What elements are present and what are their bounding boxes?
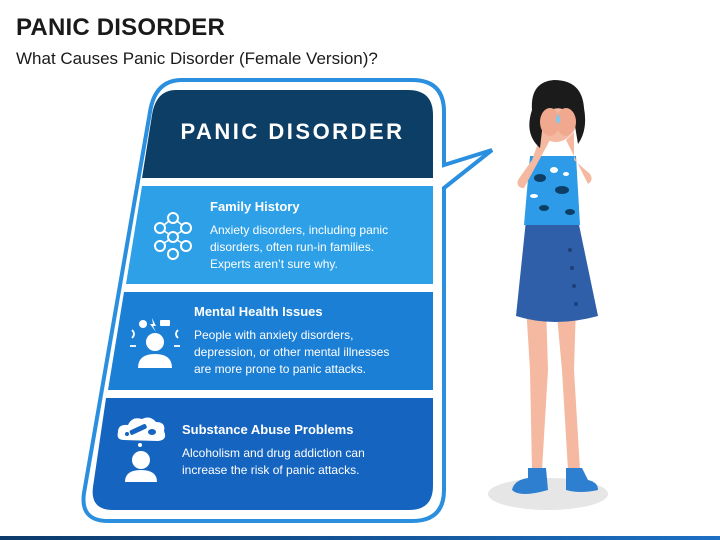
body-line: Experts aren’t sure why. xyxy=(210,257,338,271)
card-mental-health xyxy=(108,292,433,390)
body-line: increase the risk of panic attacks. xyxy=(182,463,360,477)
right-shoe xyxy=(566,468,598,492)
left-shoe xyxy=(512,468,548,494)
substance-thought-icon xyxy=(117,417,166,482)
page-subtitle: What Causes Panic Disorder (Female Versi… xyxy=(16,49,378,68)
body-line: depression, or other mental illnesses xyxy=(194,345,390,359)
hair xyxy=(529,80,586,148)
card-body-mental-health: People with anxiety disorders, depressio… xyxy=(194,327,389,378)
card-body-substance-abuse: Alcoholism and drug addiction can increa… xyxy=(182,445,365,479)
card-substance-abuse xyxy=(92,398,434,510)
card-title-substance-abuse: Substance Abuse Problems xyxy=(182,422,354,437)
body-line: Anxiety disorders, including panic xyxy=(210,223,389,237)
card-family-history xyxy=(126,186,433,284)
body-line: Alcoholism and drug addiction can xyxy=(182,446,365,460)
bubble-header-text: PANIC DISORDER xyxy=(180,119,405,144)
card-title-family-history: Family History xyxy=(210,199,300,214)
card-body-family-history: Anxiety disorders, including panic disor… xyxy=(210,222,388,273)
card-title-mental-health: Mental Health Issues xyxy=(194,304,323,319)
body-line: People with anxiety disorders, xyxy=(194,328,354,342)
page-title: PANIC DISORDER xyxy=(16,14,226,41)
body-line: disorders, often run-in families. xyxy=(210,240,375,254)
body-line: are more prone to panic attacks. xyxy=(194,362,367,376)
bottom-accent-bar xyxy=(0,536,720,540)
family-tree-icon xyxy=(154,212,192,260)
woman-illustration xyxy=(488,80,608,510)
stressed-person-icon xyxy=(130,318,180,368)
skirt xyxy=(516,220,598,322)
bubble-header xyxy=(142,90,433,178)
